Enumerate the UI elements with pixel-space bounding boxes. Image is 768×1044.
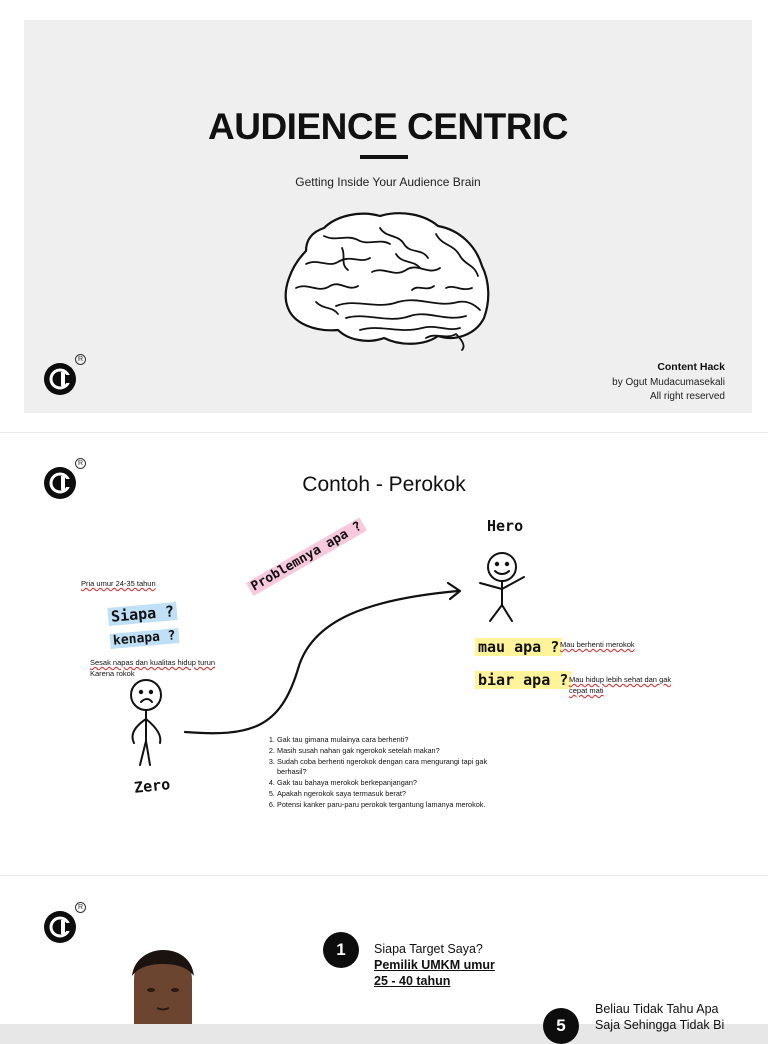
target-age-text: Pria umur 24-35 tahun xyxy=(81,579,156,588)
kenapa-label: kenapa ? xyxy=(109,628,180,649)
brand-logo-icon: R xyxy=(44,902,86,943)
biar-apa-note: Mau hidup lebih sehat dan gak cepat mati xyxy=(569,674,671,696)
slide-target-steps: R 1 Siapa Target Saya? Pemilik UMKM umur… xyxy=(0,876,768,1044)
kenapa-note-line2: Karena rokok xyxy=(90,669,135,678)
biar-apa-text: biar apa ? xyxy=(475,671,572,689)
brain-illustration xyxy=(284,212,490,351)
title-divider xyxy=(360,155,408,159)
slide-cover: AUDIENCE CENTRIC Getting Inside Your Aud… xyxy=(0,0,768,432)
cover-title: AUDIENCE CENTRIC xyxy=(208,106,568,147)
author-credit: by Ogut Mudacumasekali xyxy=(612,377,725,388)
step-5-badge: 5 xyxy=(543,1008,579,1044)
list-item: Gak tau gimana mulainya cara berhenti? xyxy=(277,735,502,746)
hero-label: Hero xyxy=(487,517,524,535)
mau-apa-label: mau apa ? xyxy=(475,638,563,656)
hero-stick-figure xyxy=(479,552,525,622)
list-item: Apakah ngerokok saya termasuk berat? xyxy=(277,789,502,800)
zero-stick-figure xyxy=(130,679,162,766)
brand-logo-icon: R xyxy=(44,354,86,395)
step-1-answer-line1: Pemilik UMKM umur xyxy=(374,958,495,972)
list-item: Sudah coba berhenti ngerokok dengan cara… xyxy=(277,757,502,779)
mau-apa-text: mau apa ? xyxy=(475,638,563,656)
kenapa-note: Sesak napas dan kualitas hidup turun Kar… xyxy=(90,657,215,679)
step-1-text: Siapa Target Saya? Pemilik UMKM umur 25 … xyxy=(374,941,495,989)
biar-apa-label: biar apa ? xyxy=(475,671,572,689)
registered-icon: R xyxy=(75,354,86,365)
registered-icon: R xyxy=(75,902,86,913)
brand-name: Content Hack xyxy=(657,361,725,373)
mau-apa-note: Mau berhenti merokok xyxy=(560,639,635,650)
journey-arrow xyxy=(183,581,462,735)
person-photo xyxy=(132,950,194,1024)
zero-label: Zero xyxy=(133,775,171,797)
list-item: Potensi kanker paru-paru perokok tergant… xyxy=(277,800,502,811)
kenapa-text: kenapa ? xyxy=(109,628,180,649)
cover-panel: AUDIENCE CENTRIC Getting Inside Your Aud… xyxy=(24,20,752,413)
biar-apa-note-line2: cepat mati xyxy=(569,686,604,695)
problem-list: Gak tau gimana mulainya cara berhenti? M… xyxy=(263,735,502,811)
step-1-answer-line2: 25 - 40 tahun xyxy=(374,974,451,988)
step-5-text: Beliau Tidak Tahu Apa Saja Sehingga Tida… xyxy=(595,1001,768,1033)
rights-notice: All right reserved xyxy=(649,391,725,402)
biar-apa-note-line1: Mau hidup lebih sehat dan gak xyxy=(569,675,672,684)
slide-example-smoker: R Contoh - Perokok Hero Problemnya apa ?… xyxy=(0,433,768,875)
cover-subtitle: Getting Inside Your Audience Brain xyxy=(295,175,481,189)
brand-logo-icon: R xyxy=(44,458,86,499)
list-item: Gak tau bahaya merokok berkepanjangan? xyxy=(277,778,502,789)
list-item: Masih susah nahan gak ngerokok setelah m… xyxy=(277,746,502,757)
step-5-line2: Saja Sehingga Tidak Bi xyxy=(595,1018,725,1032)
kenapa-note-line1: Sesak napas dan kualitas hidup turun xyxy=(90,658,216,667)
step-5-line1: Beliau Tidak Tahu Apa xyxy=(595,1002,719,1016)
siapa-text: Siapa ? xyxy=(107,602,178,626)
step-1-question: Siapa Target Saya? xyxy=(374,942,483,956)
step-1-badge: 1 xyxy=(323,932,359,968)
registered-icon: R xyxy=(75,458,86,469)
mau-apa-note-text: Mau berhenti merokok xyxy=(560,640,635,649)
siapa-label: Siapa ? xyxy=(107,602,178,626)
target-age-note: Pria umur 24-35 tahun xyxy=(81,578,156,589)
slide2-title: Contoh - Perokok xyxy=(302,473,466,496)
